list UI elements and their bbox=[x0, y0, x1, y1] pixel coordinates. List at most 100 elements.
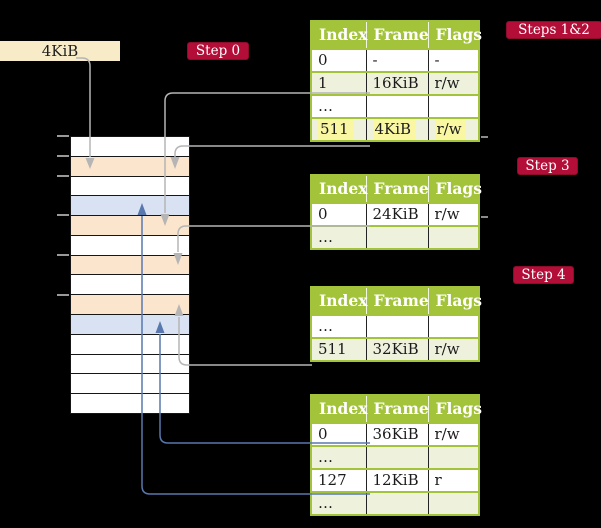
table-cell: 511 bbox=[311, 117, 366, 141]
table-row: … bbox=[311, 225, 479, 249]
table-row: 0-- bbox=[311, 48, 479, 72]
table-cell bbox=[427, 225, 479, 249]
memory-frame-row-white bbox=[71, 175, 189, 196]
table-cell: 511 bbox=[311, 337, 366, 361]
physical-memory-stack bbox=[70, 136, 190, 414]
table-cell: r bbox=[427, 468, 479, 492]
table-cell: 16KiB bbox=[365, 71, 428, 95]
badge-step-4-label: Step 4 bbox=[521, 267, 566, 283]
table-row: 511 4KiB r/w bbox=[311, 117, 479, 141]
table-cell: 0 bbox=[311, 48, 366, 72]
memory-frame-row-white bbox=[71, 333, 189, 354]
table-cell: r/w bbox=[427, 337, 479, 361]
table-row: … bbox=[311, 94, 479, 118]
table-cell bbox=[427, 491, 479, 515]
memory-frame-row-peach bbox=[71, 294, 189, 315]
memory-tick bbox=[57, 294, 69, 296]
table-cell bbox=[365, 225, 428, 249]
table-cell: 0 bbox=[311, 422, 366, 446]
memory-frame-row-peach bbox=[71, 254, 189, 275]
badge-step-3-label: Step 3 bbox=[525, 158, 570, 174]
table-cell: - bbox=[427, 48, 479, 72]
connector-stub bbox=[481, 136, 488, 138]
memory-tick bbox=[57, 254, 69, 256]
memory-frame-row-blue bbox=[71, 314, 189, 334]
table-cell bbox=[365, 314, 428, 338]
memory-frame-row-peach bbox=[71, 215, 189, 235]
table-cell: r/w bbox=[427, 117, 479, 141]
arrow-entry511-to-32kib-frame bbox=[178, 317, 312, 366]
memory-frame-row-peach bbox=[71, 155, 189, 176]
table-cell: 0 bbox=[311, 202, 366, 226]
table-cell: 24KiB bbox=[365, 202, 428, 226]
table-cell: 1 bbox=[311, 71, 366, 95]
column-header-flags: Flags bbox=[427, 395, 482, 423]
memory-frame-row-white bbox=[71, 234, 189, 255]
badge-step-0: Step 0 bbox=[187, 42, 249, 60]
memory-frame-row-white bbox=[71, 373, 189, 394]
table-cell bbox=[427, 314, 479, 338]
table-cell: … bbox=[311, 94, 366, 118]
memory-tick bbox=[57, 155, 69, 157]
table-row: … bbox=[311, 314, 479, 338]
table-cell: r/w bbox=[427, 71, 479, 95]
table-cell: … bbox=[311, 225, 366, 249]
frame-size-box: 4KiB bbox=[0, 41, 120, 61]
table-cell: 4KiB bbox=[365, 117, 428, 141]
column-header-frame: Frame bbox=[365, 175, 429, 203]
memory-tick bbox=[57, 135, 69, 137]
column-header-flags: Flags bbox=[427, 21, 482, 49]
badge-steps-1-2-label: Steps 1&2 bbox=[518, 22, 590, 38]
table-cell: - bbox=[365, 48, 428, 72]
table-cell: … bbox=[311, 445, 366, 469]
column-header-frame: Frame bbox=[365, 395, 429, 423]
memory-frame-row-white bbox=[71, 274, 189, 295]
table-cell: 127 bbox=[311, 468, 366, 492]
table-cell: … bbox=[311, 491, 366, 515]
arrow-entry511-to-4kib-frame bbox=[174, 145, 370, 157]
table-cell: 12KiB bbox=[365, 468, 428, 492]
table-cell bbox=[365, 491, 428, 515]
column-header-frame: Frame bbox=[365, 21, 429, 49]
badge-step-4: Step 4 bbox=[513, 266, 574, 284]
column-header-flags: Flags bbox=[427, 287, 482, 315]
highlighted-value: 511 bbox=[318, 120, 353, 139]
column-header-index: Index bbox=[311, 21, 367, 49]
frame-size-label: 4KiB bbox=[41, 42, 79, 60]
table-cell: 36KiB bbox=[365, 422, 428, 446]
memory-frame-row-white bbox=[71, 353, 189, 374]
badge-steps-1-2: Steps 1&2 bbox=[506, 21, 601, 39]
column-header-index: Index bbox=[311, 287, 367, 315]
table-cell bbox=[365, 94, 428, 118]
table-row: … bbox=[311, 491, 479, 515]
memory-tick bbox=[57, 175, 69, 177]
memory-frame-row-blue bbox=[71, 195, 189, 216]
table-cell: 32KiB bbox=[365, 337, 428, 361]
highlighted-value: r/w bbox=[434, 120, 466, 139]
memory-tick bbox=[57, 214, 69, 216]
table-cell: … bbox=[311, 314, 366, 338]
column-header-index: Index bbox=[311, 175, 367, 203]
connector-stub bbox=[481, 216, 488, 218]
memory-frame-row-white bbox=[71, 137, 189, 156]
memory-frame-row-white bbox=[71, 393, 189, 413]
highlighted-value: 4KiB bbox=[372, 120, 416, 139]
table-cell: r/w bbox=[427, 422, 479, 446]
table-row: … bbox=[311, 445, 479, 469]
badge-step-3: Step 3 bbox=[517, 157, 578, 175]
column-header-index: Index bbox=[311, 395, 367, 423]
table-cell bbox=[427, 445, 479, 469]
